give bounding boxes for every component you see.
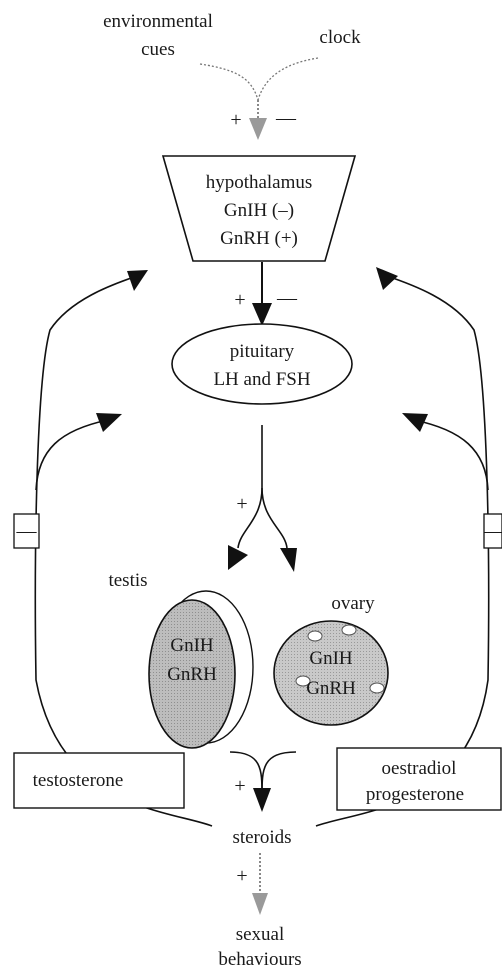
oestradiol-progesterone-box bbox=[336, 747, 502, 811]
testis-label: testis bbox=[108, 570, 147, 591]
clock-input-line bbox=[257, 57, 319, 101]
testosterone-pituitary-feedback bbox=[35, 419, 109, 491]
progesterone-label: progesterone bbox=[366, 784, 464, 805]
steroids-label: steroids bbox=[232, 827, 291, 848]
input-plus-sign: + bbox=[230, 109, 241, 131]
ovary-follicle bbox=[369, 682, 385, 694]
environmental-cues-input-line bbox=[199, 63, 259, 101]
right-pituitary-arrowhead bbox=[402, 413, 428, 432]
ovary-label: ovary bbox=[331, 593, 375, 614]
testis-gnih: GnIH bbox=[170, 635, 214, 656]
testis-gnrh: GnRH bbox=[167, 664, 217, 685]
gonad-steroid-plus: + bbox=[234, 775, 245, 797]
steroids-arrowhead bbox=[253, 788, 271, 812]
pituitary-title: pituitary bbox=[230, 341, 295, 362]
hypothalamus-pituitary-minus: — bbox=[276, 287, 298, 309]
pituitary-gonad-plus: + bbox=[236, 493, 247, 515]
right-hypothalamus-arrowhead bbox=[376, 267, 398, 290]
ovary-follicle bbox=[341, 624, 357, 636]
hypothalamus-gnrh: GnRH (+) bbox=[220, 228, 298, 249]
environmental-cues-label-line1: environmental bbox=[103, 11, 213, 32]
ovary-gnrh: GnRH bbox=[306, 678, 356, 699]
hypothalamus-gnih: GnIH (–) bbox=[224, 200, 294, 221]
left-pituitary-arrowhead bbox=[96, 413, 122, 432]
testosterone-label: testosterone bbox=[33, 770, 124, 791]
pituitary-testis-branch bbox=[237, 487, 263, 549]
testis-ellipse bbox=[148, 599, 236, 749]
hypothalamus-box bbox=[161, 155, 357, 262]
pituitary-ellipse bbox=[171, 323, 353, 405]
hypothalamus-title: hypothalamus bbox=[206, 172, 313, 193]
testis-arrowhead bbox=[228, 545, 248, 570]
steroid-behaviour-plus: + bbox=[236, 865, 247, 887]
hypothalamus-pituitary-plus: + bbox=[234, 289, 245, 311]
environmental-cues-label-line2: cues bbox=[141, 39, 175, 60]
pituitary-hormones: LH and FSH bbox=[213, 369, 310, 390]
ovary-gnih: GnIH bbox=[309, 648, 353, 669]
behaviours-arrowhead bbox=[252, 893, 268, 915]
left-inhibition-box bbox=[13, 513, 40, 549]
oestradiol-pituitary-feedback bbox=[413, 419, 489, 491]
ovary-follicle bbox=[295, 675, 311, 687]
oestradiol-label: oestradiol bbox=[382, 758, 457, 779]
left-hypothalamus-arrowhead bbox=[127, 270, 148, 291]
clock-label: clock bbox=[319, 27, 361, 48]
ovary-arrowhead bbox=[280, 548, 297, 572]
behaviours-label-line2: behaviours bbox=[218, 949, 301, 970]
input-minus-sign: — bbox=[275, 107, 297, 129]
ovary-ellipse bbox=[273, 620, 389, 726]
right-inhibition-box bbox=[483, 513, 502, 549]
behaviours-label-line1: sexual bbox=[236, 924, 285, 945]
pituitary-ovary-branch bbox=[261, 487, 288, 549]
right-inhibition-sign: — bbox=[483, 520, 502, 542]
testosterone-box bbox=[13, 752, 185, 809]
hypothalamus-input-arrowhead bbox=[249, 118, 267, 140]
pituitary-arrowhead bbox=[252, 303, 272, 326]
left-inhibition-sign: — bbox=[16, 520, 38, 542]
ovary-follicle bbox=[307, 630, 323, 642]
